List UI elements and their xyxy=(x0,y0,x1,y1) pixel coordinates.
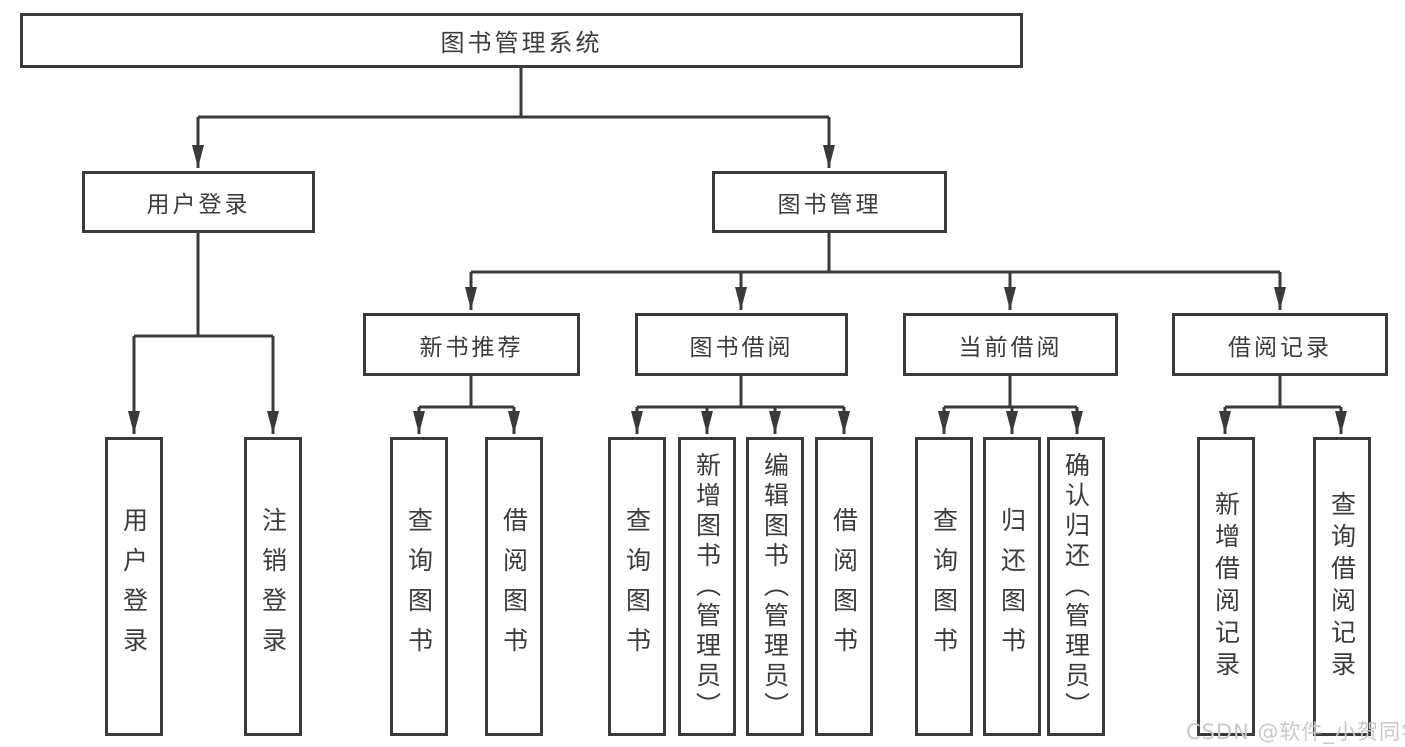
node-label: 用户登录 xyxy=(146,192,251,218)
csdn-watermark: CSDN @软件_小贺同学 xyxy=(1186,720,1405,744)
leaf-borrow-add-books-admin: 新增图书（管理员） xyxy=(678,437,736,736)
node-label: 图书管理 xyxy=(777,192,882,218)
leaf-records-query-record: 查询借阅记录 xyxy=(1313,437,1371,736)
leaf-logout: 注销登录 xyxy=(244,437,302,736)
node-book-management: 图书管理 xyxy=(712,171,947,233)
node-label: 确认归还（管理员） xyxy=(1061,451,1091,722)
node-label: 借阅图书 xyxy=(499,506,529,667)
leaf-current-query-books: 查询图书 xyxy=(915,437,973,736)
node-borrow-records: 借阅记录 xyxy=(1172,313,1388,376)
node-user-login: 用户登录 xyxy=(82,171,315,233)
node-label: 当前借阅 xyxy=(958,334,1063,361)
node-label: 新书推荐 xyxy=(419,334,524,361)
leaf-current-return-books: 归还图书 xyxy=(983,437,1041,736)
node-label: 借阅图书 xyxy=(829,506,859,667)
node-label: 图书管理系统 xyxy=(440,29,603,57)
node-current-borrow: 当前借阅 xyxy=(903,313,1118,376)
connector-borrow-trunk xyxy=(637,376,844,409)
node-label: 查询图书 xyxy=(622,506,652,667)
node-label: 查询借阅记录 xyxy=(1327,490,1357,683)
node-label: 新增借阅记录 xyxy=(1211,490,1241,683)
leaf-current-confirm-return-admin: 确认归还（管理员） xyxy=(1047,437,1105,736)
node-label: 图书借阅 xyxy=(689,334,794,361)
leaf-newrec-query-books: 查询图书 xyxy=(390,437,448,736)
leaf-newrec-borrow-books: 借阅图书 xyxy=(485,437,543,736)
node-book-borrow: 图书借阅 xyxy=(635,313,848,376)
connector-records-trunk xyxy=(1225,376,1341,409)
node-label: 新增图书（管理员） xyxy=(692,451,722,722)
node-label: 归还图书 xyxy=(997,506,1027,667)
connector-current-trunk xyxy=(944,376,1077,409)
leaf-user-login: 用户登录 xyxy=(105,437,163,736)
node-new-book-recommend: 新书推荐 xyxy=(363,313,580,376)
connector-mgmt-trunk xyxy=(471,233,1280,274)
node-label: 借阅记录 xyxy=(1228,334,1332,361)
leaf-records-add-record: 新增借阅记录 xyxy=(1197,437,1255,736)
node-label: 查询图书 xyxy=(929,506,959,667)
connector-login-trunk xyxy=(134,233,273,338)
node-label: 查询图书 xyxy=(404,506,434,667)
leaf-borrow-query-books: 查询图书 xyxy=(608,437,666,736)
connector-root-trunk xyxy=(198,68,829,119)
node-label: 编辑图书（管理员） xyxy=(760,451,790,722)
node-label: 注销登录 xyxy=(258,506,288,667)
node-label: 用户登录 xyxy=(119,506,149,667)
leaf-borrow-edit-books-admin: 编辑图书（管理员） xyxy=(746,437,804,736)
connector-newrec-trunk xyxy=(419,376,514,409)
node-library-management-system: 图书管理系统 xyxy=(20,13,1023,68)
leaf-borrow-borrow-books: 借阅图书 xyxy=(815,437,873,736)
